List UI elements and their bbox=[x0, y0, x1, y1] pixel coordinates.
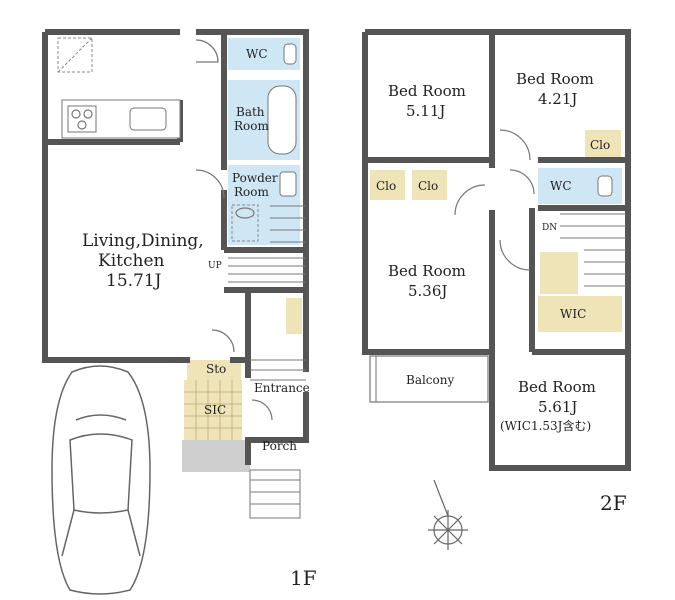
label-wc-1f: WC bbox=[246, 47, 268, 61]
label-bed3: Bed Room bbox=[388, 262, 466, 280]
wic-area bbox=[538, 296, 622, 332]
clo-a-area bbox=[370, 170, 405, 200]
fridge-space bbox=[57, 37, 93, 73]
label-bed3-size: 5.36J bbox=[408, 282, 447, 300]
door-wc-1f bbox=[195, 39, 219, 63]
kitchen-sink bbox=[129, 107, 167, 131]
car-outline bbox=[51, 365, 151, 595]
label-porch: Porch bbox=[262, 439, 297, 453]
wic-top-area bbox=[540, 252, 578, 294]
compass-icon bbox=[428, 479, 468, 550]
stairs-2f bbox=[560, 213, 626, 287]
clo-c-area bbox=[585, 130, 621, 160]
label-wc-2f: WC bbox=[550, 179, 572, 193]
label-sic: SIC bbox=[204, 403, 226, 417]
label-bath-1: Bath bbox=[236, 105, 265, 119]
label-ldk-size: 15.71J bbox=[106, 271, 162, 291]
label-floor-1: 1F bbox=[290, 566, 317, 590]
label-clo-c: Clo bbox=[590, 138, 610, 152]
porch-area bbox=[182, 440, 250, 472]
door-entrance bbox=[251, 399, 273, 421]
clo-b-area bbox=[412, 170, 447, 200]
door-bed3 bbox=[499, 239, 531, 271]
label-bed4-size: 5.61J bbox=[538, 398, 577, 416]
label-wic: WIC bbox=[560, 307, 586, 321]
label-bed1: Bed Room bbox=[388, 82, 466, 100]
entrance-steps bbox=[249, 359, 306, 519]
label-bed4: Bed Room bbox=[518, 378, 596, 396]
label-entrance: Entrance bbox=[254, 381, 310, 395]
label-powder-1: Powder bbox=[232, 171, 278, 185]
door-wc-2f bbox=[509, 169, 535, 195]
label-ldk-1: Living,Dining, bbox=[82, 231, 204, 251]
label-clo-a: Clo bbox=[376, 179, 396, 193]
stairs-1f bbox=[228, 205, 306, 283]
washer-space bbox=[231, 204, 259, 242]
wash-basin bbox=[279, 171, 297, 197]
sto-area bbox=[187, 360, 241, 380]
walls-2f bbox=[362, 29, 631, 471]
walls-1f bbox=[42, 29, 309, 465]
floor-2 bbox=[362, 29, 631, 550]
label-up: UP bbox=[208, 261, 222, 271]
door-bed1 bbox=[454, 184, 486, 216]
closet-1f bbox=[286, 298, 302, 334]
label-dn: DN bbox=[542, 223, 557, 233]
balcony-area bbox=[369, 355, 489, 403]
label-bed2-size: 4.21J bbox=[538, 90, 577, 108]
label-clo-b: Clo bbox=[418, 179, 438, 193]
label-sto: Sto bbox=[206, 362, 226, 376]
label-bath-2: Room bbox=[234, 119, 269, 133]
inner-walls-1f bbox=[45, 32, 306, 360]
toilet-1f bbox=[283, 43, 297, 65]
bathtub bbox=[267, 85, 297, 155]
label-balcony: Balcony bbox=[406, 373, 454, 387]
sic-grid bbox=[184, 380, 242, 440]
door-entrance-hall bbox=[211, 329, 235, 353]
label-bed4-note: (WIC1.53J含む) bbox=[500, 418, 591, 433]
door-powder bbox=[195, 169, 225, 199]
label-bed2: Bed Room bbox=[516, 70, 594, 88]
door-bed2 bbox=[499, 129, 531, 161]
label-ldk-2: Kitchen bbox=[98, 251, 164, 271]
stove bbox=[67, 105, 97, 133]
toilet-2f bbox=[597, 175, 613, 197]
floor-1 bbox=[42, 29, 309, 595]
label-floor-2: 2F bbox=[600, 491, 627, 515]
label-bed1-size: 5.11J bbox=[406, 102, 445, 120]
label-powder-2: Room bbox=[234, 185, 269, 199]
